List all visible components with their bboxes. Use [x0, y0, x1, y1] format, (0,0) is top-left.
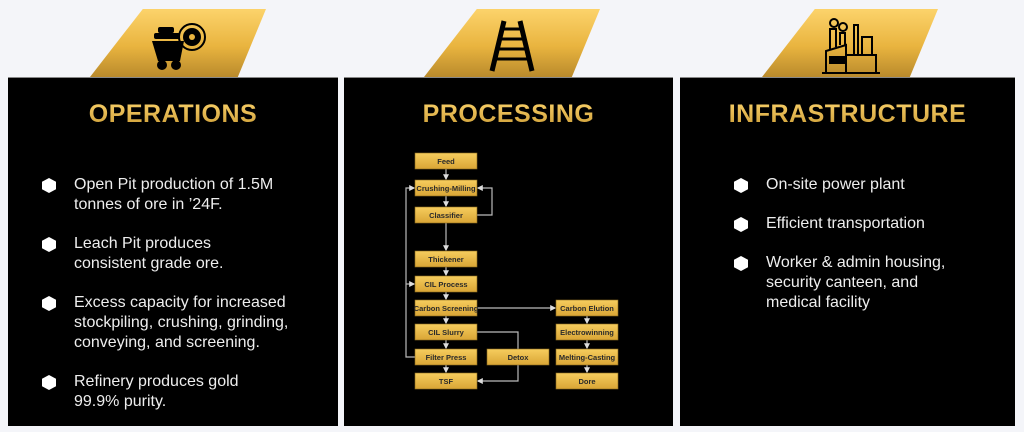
- flow-step-label: CIL Process: [424, 280, 467, 289]
- list-item: Leach Pit produces consistent grade ore.: [38, 234, 238, 274]
- flow-step-box: [414, 206, 478, 224]
- flow-step-box: [414, 348, 478, 366]
- list-item: Worker & admin housing, security canteen…: [730, 253, 960, 313]
- infrastructure-title: INFRASTRUCTURE: [680, 100, 1015, 129]
- flow-step-label: TSF: [439, 377, 454, 386]
- flow-step-label: CIL Slurry: [428, 328, 465, 337]
- flow-step-label: Feed: [437, 157, 455, 166]
- hexagon-bullet-icon: [42, 178, 56, 193]
- flow-arrow: [405, 185, 416, 358]
- flow-step-label: Detox: [508, 353, 530, 362]
- list-item: Open Pit production of 1.5M tonnes of or…: [38, 175, 278, 215]
- flow-step-label: Carbon Screening: [414, 304, 479, 313]
- flow-step-box: [414, 250, 478, 268]
- flow-step-box: [555, 299, 619, 317]
- mine-cart-gear-icon: [152, 23, 206, 70]
- flow-step-box: [555, 372, 619, 390]
- flow-step-box: [555, 348, 619, 366]
- factory-icon: [822, 18, 880, 74]
- flow-step-label: Crushing-Milling: [416, 184, 476, 193]
- list-item: Excess capacity for increased stockpilin…: [38, 293, 318, 353]
- hexagon-bullet-icon: [42, 375, 56, 390]
- flow-arrow: [476, 185, 493, 216]
- list-item: On-site power plant: [730, 175, 1005, 195]
- flow-step-box: [486, 348, 550, 366]
- hexagon-bullet-icon: [734, 256, 748, 271]
- flow-step-box: [414, 323, 478, 341]
- flow-step-label: Dore: [578, 377, 595, 386]
- flow-step-box: [414, 372, 478, 390]
- flow-step-box: [414, 299, 478, 317]
- operations-panel: OPERATIONS Open Pit production of 1.5M t…: [8, 77, 338, 426]
- railway-track-icon: [489, 20, 535, 72]
- hexagon-bullet-icon: [42, 296, 56, 311]
- infrastructure-list: On-site power plant Efficient transporta…: [730, 175, 1005, 332]
- hexagon-bullet-icon: [734, 178, 748, 193]
- list-item: Refinery produces gold 99.9% purity.: [38, 372, 258, 412]
- flow-step-label: Classifier: [429, 211, 463, 220]
- flow-step-label: Melting-Casting: [559, 353, 616, 362]
- processing-panel: PROCESSING: [344, 77, 673, 426]
- hexagon-bullet-icon: [734, 217, 748, 232]
- flow-step-label: Electrowinning: [560, 328, 614, 337]
- operations-title: OPERATIONS: [8, 100, 338, 129]
- flow-step-box: [555, 323, 619, 341]
- flow-arrow: [477, 331, 519, 349]
- flow-step-label: Carbon Elution: [560, 304, 614, 313]
- list-item: Efficient transportation: [730, 214, 1005, 234]
- flow-step-box: [414, 275, 478, 293]
- flow-step-box: [414, 179, 478, 197]
- hexagon-bullet-icon: [42, 237, 56, 252]
- infrastructure-tab: [762, 9, 938, 77]
- flow-arrow: [476, 365, 519, 384]
- operations-tab: [90, 9, 266, 77]
- flow-step-label: Thickener: [428, 255, 464, 264]
- processing-title: PROCESSING: [344, 100, 673, 129]
- operations-list: Open Pit production of 1.5M tonnes of or…: [38, 175, 328, 431]
- flow-step-box: [414, 152, 478, 170]
- flow-step-label: Filter Press: [426, 353, 467, 362]
- infrastructure-panel: INFRASTRUCTURE On-site power plant Effic…: [680, 77, 1015, 426]
